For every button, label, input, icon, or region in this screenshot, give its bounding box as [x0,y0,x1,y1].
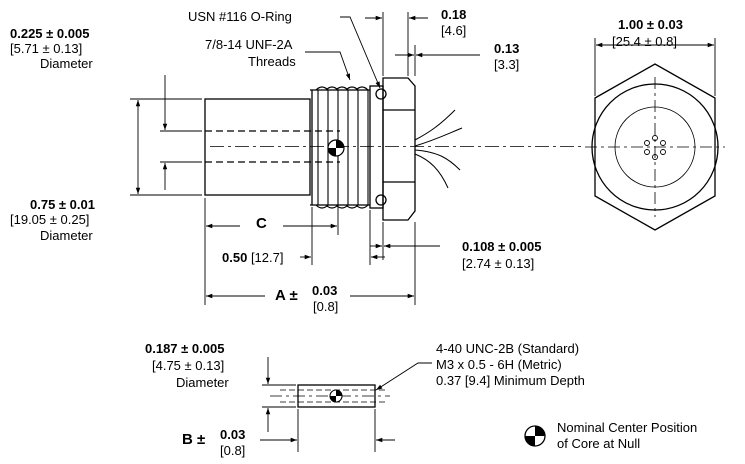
null-symbol-body [327,139,345,157]
dim-hex-width [594,38,716,96]
dim-0108-value: 0.108 ± 0.005 [462,239,542,254]
threaded-section [310,85,384,209]
dim-b-prefix: B ± [182,431,206,448]
core [270,384,390,408]
dim-0108-metric: [2.74 ± 0.13] [462,256,535,271]
dim-013-metric: [3.3] [494,57,520,72]
dim-c [204,165,339,305]
legend-line-1: Nominal Center Position [557,420,698,435]
dim-bore-diameter [160,75,202,190]
dim-050: 0.50 [12.7] [222,250,284,265]
dim-c-label: C [256,215,267,232]
hex-width-value: 1.00 ± 0.03 [618,17,683,32]
legend-line-2: of Core at Null [557,436,641,451]
dim-0108 [370,222,440,260]
hex-nut-side [382,77,416,221]
core-thread-line-3: 0.37 [9.4] Minimum Depth [436,373,585,388]
core-diameter-metric: [4.75 ± 0.13] [152,358,225,373]
null-symbol-legend [524,425,546,447]
dim-050 [300,207,385,265]
dim-a-value: 0.03 [312,283,338,298]
dim-018 [365,12,428,76]
bore-diameter-metric: [5.71 ± 0.13] [10,41,83,56]
hex-width-metric: [25.4 ± 0.8] [612,34,677,49]
hex-end-view [585,63,725,231]
bore-diameter-value: 0.225 ± 0.005 [10,26,90,41]
dim-018-metric: [4.6] [441,23,467,38]
body-diameter-value: 0.75 ± 0.01 [30,197,95,212]
o-ring [375,88,387,206]
core-thread-leader [375,362,432,391]
core-diameter-label: Diameter [176,375,229,390]
dim-core-diameter [262,357,296,432]
dim-018-value: 0.18 [441,7,467,22]
housing-body [204,98,585,196]
dim-a [206,222,416,305]
dim-b [260,409,395,452]
thread-label-2: Threads [248,54,296,69]
dim-013 [395,45,480,76]
dim-013-value: 0.13 [494,41,520,56]
body-diameter-metric: [19.05 ± 0.25] [10,212,90,227]
core-diameter-value: 0.187 ± 0.005 [145,341,225,356]
null-symbol-core [329,389,343,403]
thread-label-1: 7/8-14 UNF-2A [205,37,293,52]
dim-body-diameter [130,98,202,196]
core-thread-line-2: M3 x 0.5 - 6H (Metric) [436,357,562,372]
bore-diameter-label: Diameter [40,56,93,71]
core-thread-line-1: 4-40 UNC-2B (Standard) [436,341,580,356]
body-diameter-label: Diameter [40,228,93,243]
dim-b-value: 0.03 [220,427,246,442]
dim-a-prefix: A ± [275,287,298,304]
dim-b-metric: [0.8] [220,443,246,458]
lead-wires [414,109,463,189]
dim-a-metric: [0.8] [313,299,339,314]
oring-label: USN #116 O-Ring [188,9,292,24]
leaders-top [305,16,381,89]
